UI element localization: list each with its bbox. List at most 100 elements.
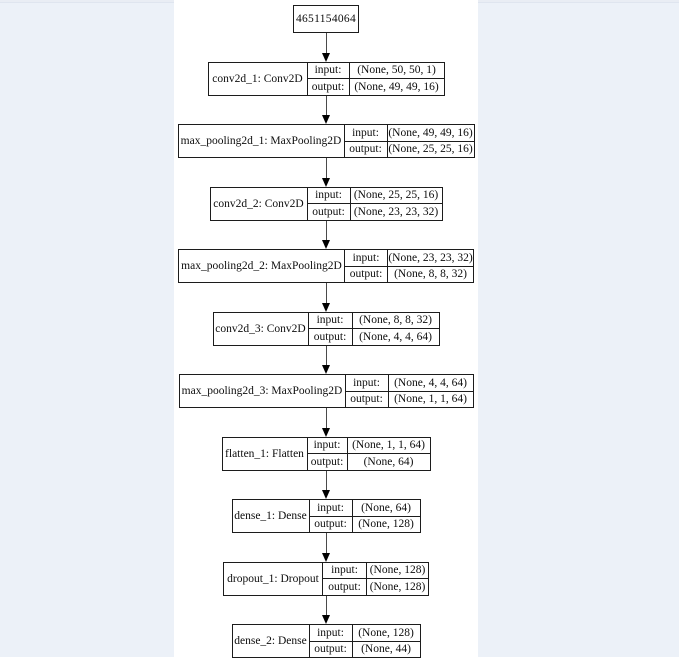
- io-output-label: output:: [309, 329, 353, 345]
- layer-node-max_pooling2d_1: max_pooling2d_1: MaxPooling2D input: (No…: [177, 124, 475, 158]
- io-input-row: input: (None, 8, 8, 32): [309, 312, 439, 328]
- layer-name: dropout_1: Dropout: [224, 562, 323, 595]
- arrow-head-icon: [322, 427, 330, 437]
- io-input-label: input:: [310, 500, 353, 516]
- io-input-value: (None, 4, 4, 64): [394, 376, 467, 389]
- io-input-label: input:: [345, 125, 388, 141]
- arrow-shaft: [325, 408, 327, 428]
- arrow-shaft: [325, 33, 327, 53]
- arrow-shaft: [325, 220, 327, 240]
- io-output-label: output:: [308, 454, 348, 470]
- arrow-head-icon: [322, 365, 330, 374]
- layer-name: flatten_1: Flatten: [223, 437, 308, 470]
- io-input-label: input:: [308, 437, 348, 453]
- io-output-row: output: (None, 25, 25, 16): [344, 140, 474, 157]
- io-input-row: input: (None, 1, 1, 64): [308, 437, 430, 453]
- io-output-label: output:: [310, 516, 353, 532]
- layer-name: dense_2: Dense: [233, 625, 310, 657]
- arrow-connector: [322, 283, 330, 312]
- io-output-value: (None, 128): [369, 580, 426, 593]
- io-input-value: (None, 8, 8, 32): [359, 314, 432, 327]
- layer-name: max_pooling2d_3: MaxPooling2D: [180, 375, 346, 407]
- layer-io-table: input: (None, 128) output: (None, 44): [309, 625, 420, 657]
- layer-io-table: input: (None, 23, 23, 32) output: (None,…: [345, 250, 473, 282]
- arrow-shaft: [325, 595, 327, 615]
- layer-node-max_pooling2d_2: max_pooling2d_2: MaxPooling2D input: (No…: [178, 249, 474, 283]
- layer-node-dense_1: dense_1: Dense input: (None, 64) output:…: [231, 499, 421, 533]
- io-input-row: input: (None, 128): [323, 562, 428, 578]
- layer-node-dense_2: dense_2: Dense input: (None, 128) output…: [231, 624, 421, 658]
- arrow-head-icon: [322, 615, 330, 624]
- io-output-label: output:: [345, 141, 388, 157]
- io-output-row: output: (None, 23, 23, 32): [307, 203, 442, 220]
- arrow-shaft: [325, 158, 327, 178]
- io-input-row: input: (None, 64): [310, 500, 420, 516]
- io-input-value: (None, 64): [361, 501, 411, 514]
- io-output-value: (None, 1, 1, 64): [394, 393, 467, 406]
- layer-name: conv2d_3: Conv2D: [214, 312, 309, 345]
- arrow-connector: [322, 158, 330, 187]
- io-output-row: output: (None, 4, 4, 64): [308, 328, 439, 345]
- io-input-label: input:: [346, 375, 389, 391]
- layer-name: conv2d_2: Conv2D: [211, 187, 308, 220]
- io-input-value: (None, 25, 25, 16): [353, 189, 439, 202]
- io-output-value: (None, 64): [363, 455, 414, 468]
- arrow-shaft: [325, 283, 327, 303]
- model-id-node: 4651154064: [293, 5, 359, 33]
- arrow-shaft: [325, 345, 327, 365]
- io-output-row: output: (None, 44): [309, 640, 420, 657]
- layer-name: max_pooling2d_1: MaxPooling2D: [179, 125, 345, 157]
- layer-node-conv2d_1: conv2d_1: Conv2D input: (None, 50, 50, 1…: [207, 61, 445, 96]
- io-output-label: output:: [308, 79, 350, 95]
- layer-name: dense_1: Dense: [233, 500, 310, 532]
- io-output-value: (None, 23, 23, 32): [353, 205, 439, 218]
- io-output-value: (None, 49, 49, 16): [354, 80, 439, 93]
- arrow-head-icon: [322, 177, 330, 187]
- io-output-value: (None, 44): [361, 643, 411, 656]
- io-output-value: (None, 25, 25, 16): [388, 143, 473, 156]
- io-output-row: output: (None, 128): [323, 578, 428, 595]
- layer-node-flatten_1: flatten_1: Flatten input: (None, 1, 1, 6…: [221, 436, 431, 471]
- layer-node-dropout_1: dropout_1: Dropout input: (None, 128) ou…: [223, 561, 429, 596]
- arrow-head-icon: [322, 302, 330, 312]
- io-input-label: input:: [310, 625, 353, 641]
- io-input-value: (None, 49, 49, 16): [388, 126, 473, 139]
- arrow-connector: [322, 470, 330, 499]
- io-input-row: input: (None, 25, 25, 16): [308, 187, 442, 203]
- left-background-panel: [0, 0, 174, 657]
- layer-io-table: input: (None, 50, 50, 1) output: (None, …: [307, 62, 444, 95]
- arrow-shaft: [325, 470, 327, 490]
- io-output-label: output:: [308, 204, 351, 220]
- io-input-row: input: (None, 23, 23, 32): [345, 250, 473, 266]
- layer-io-table: input: (None, 64) output: (None, 128): [309, 500, 420, 532]
- io-output-value: (None, 128): [358, 518, 414, 531]
- io-output-label: output:: [346, 391, 389, 407]
- arrow-connector: [322, 345, 330, 374]
- io-output-row: output: (None, 8, 8, 32): [345, 265, 473, 282]
- arrow-connector: [322, 33, 330, 62]
- io-input-label: input:: [309, 312, 353, 328]
- io-input-row: input: (None, 4, 4, 64): [346, 375, 473, 391]
- io-input-value: (None, 128): [369, 564, 426, 577]
- io-input-row: input: (None, 128): [310, 625, 420, 641]
- model-architecture-diagram: 4651154064 conv2d_1: Conv2D input: (None…: [174, 0, 478, 666]
- io-output-label: output:: [310, 641, 353, 657]
- io-output-row: output: (None, 64): [307, 453, 430, 470]
- model-id-label: 4651154064: [295, 13, 357, 25]
- io-output-row: output: (None, 128): [309, 515, 420, 532]
- arrow-head-icon: [322, 52, 330, 62]
- io-output-value: (None, 4, 4, 64): [359, 330, 432, 343]
- layer-io-table: input: (None, 25, 25, 16) output: (None,…: [307, 187, 442, 220]
- arrow-head-icon: [322, 115, 330, 124]
- arrow-shaft: [325, 95, 327, 115]
- io-input-label: input:: [345, 250, 388, 266]
- arrow-connector: [322, 408, 330, 437]
- io-input-value: (None, 128): [358, 626, 414, 639]
- layer-node-conv2d_2: conv2d_2: Conv2D input: (None, 25, 25, 1…: [209, 186, 443, 221]
- io-input-value: (None, 1, 1, 64): [352, 439, 425, 452]
- layer-name: max_pooling2d_2: MaxPooling2D: [179, 250, 345, 282]
- io-output-label: output:: [323, 579, 367, 595]
- io-input-label: input:: [308, 187, 351, 203]
- io-output-row: output: (None, 1, 1, 64): [345, 390, 473, 407]
- io-input-label: input:: [308, 62, 350, 78]
